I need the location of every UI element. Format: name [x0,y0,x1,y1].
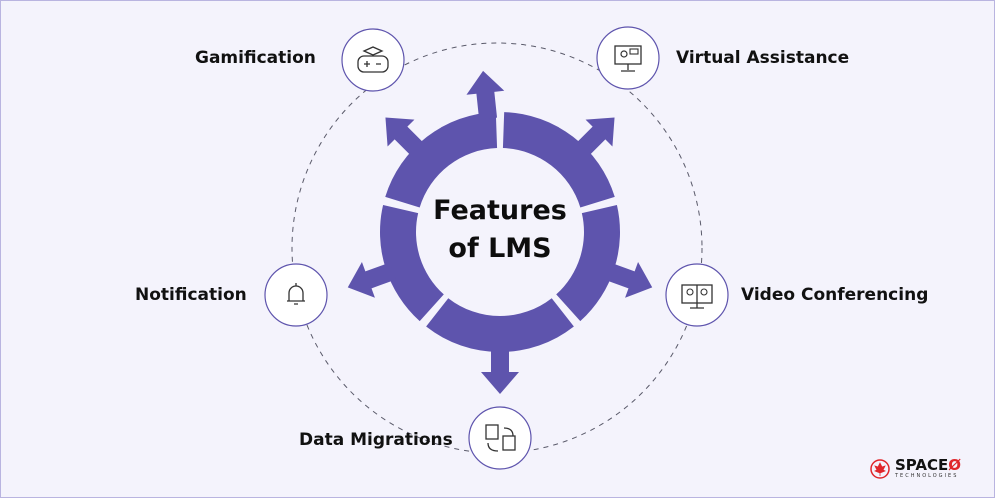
label-gamification: Gamification [195,48,316,68]
video-conferencing-icon [665,263,729,327]
data-migrations-icon [468,406,532,470]
space-o-logo: SPACEØ TECHNOLOGIES [870,458,961,479]
center-title-line1: Features [433,195,567,226]
ring-segment [385,112,498,208]
ring-segment [556,205,620,322]
ring-arrow [604,262,653,298]
ring-segment [502,112,615,208]
ring-arrow [466,70,505,120]
ring-segment [426,298,574,352]
ring-arrow [347,262,396,298]
virtual-assistance-icon [596,26,660,90]
label-data-migrations: Data Migrations [299,430,453,450]
logo-name: SPACE [895,456,949,474]
center-title: Features of LMS [400,192,600,268]
ring [380,112,620,352]
center-title-line2: of LMS [448,233,552,264]
gamification-icon [341,28,405,92]
ring-arrow [385,117,426,158]
notification-icon [264,263,328,327]
logo-mark: Ø [948,456,962,474]
ring-arrow [574,117,615,158]
label-virtual-assistance: Virtual Assistance [676,48,850,68]
ring-arrow [481,346,519,394]
arrows [347,70,653,394]
label-notification: Notification [135,285,247,305]
ring-segment [380,205,444,322]
logo-subtitle: TECHNOLOGIES [895,473,959,479]
maple-leaf-icon [870,458,890,479]
label-video-conferencing: Video Conferencing [741,285,929,305]
